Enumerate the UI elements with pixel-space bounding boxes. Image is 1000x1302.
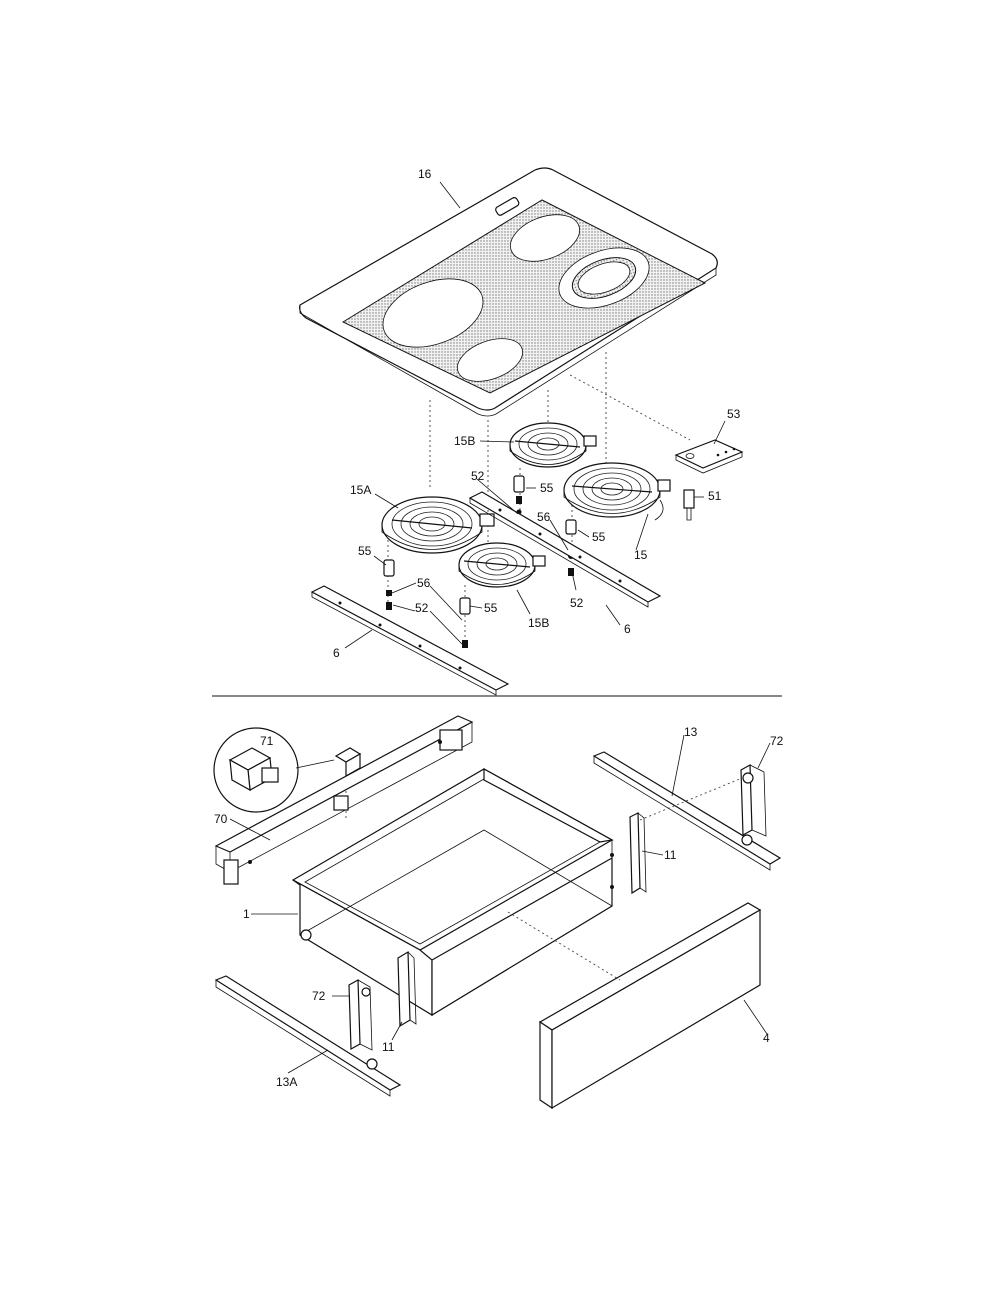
rail-6-left: [310, 585, 510, 696]
label-70: 70: [214, 812, 228, 826]
slide-13A: [214, 975, 402, 1097]
label-52-right: 52: [570, 596, 584, 610]
part-51: [683, 489, 695, 521]
hardware-center: [513, 475, 577, 576]
slide-13: [592, 751, 782, 871]
label-72-right: 72: [770, 734, 784, 748]
label-15: 15: [634, 548, 648, 562]
cooktop-top: [299, 167, 718, 417]
element-large-right: [563, 462, 671, 521]
rail-6-right: [468, 491, 662, 608]
hardware-left: [383, 559, 471, 648]
label-13A: 13A: [276, 1075, 297, 1089]
label-15A: 15A: [350, 483, 371, 497]
bracket-11-left: [397, 950, 417, 1028]
label-1: 1: [243, 907, 250, 921]
leader-lines-lower: [229, 734, 771, 1074]
label-55-left: 55: [358, 544, 372, 558]
element-large-left: [381, 496, 495, 554]
cooking-zone-rear: [510, 214, 580, 262]
cooking-zone-left-front: [382, 278, 484, 348]
label-56-center: 56: [537, 510, 551, 524]
part-labels: 16 15B 53 52 55 51 15A 56 55 15 55 56 52…: [214, 167, 784, 1089]
drawer-box: [291, 767, 614, 1017]
label-15B-rear: 15B: [454, 434, 475, 448]
label-6-right: 6: [624, 622, 631, 636]
label-4: 4: [763, 1031, 770, 1045]
label-13: 13: [684, 725, 698, 739]
label-16: 16: [418, 167, 432, 181]
label-6-left: 6: [333, 646, 340, 660]
roller-72-left: [348, 978, 373, 1051]
leader-lines-upper: [344, 181, 726, 649]
latch-71: [334, 747, 362, 820]
rail-70: [214, 715, 474, 885]
vent-grille: [495, 197, 520, 216]
bracket-11-right: [629, 812, 647, 895]
latch-71-detail: [213, 727, 335, 813]
label-52-left: 52: [415, 601, 429, 615]
label-11-right: 11: [664, 848, 677, 862]
label-51: 51: [708, 489, 722, 503]
label-52-top: 52: [471, 469, 485, 483]
element-small-rear: [509, 422, 597, 468]
label-55-right: 55: [592, 530, 606, 544]
label-55-front: 55: [484, 601, 498, 615]
label-72-left: 72: [312, 989, 326, 1003]
label-56-left: 56: [417, 576, 431, 590]
element-small-front: [458, 542, 546, 588]
roller-72-right: [740, 763, 767, 837]
drawer-front: [507, 902, 762, 1110]
label-11-left: 11: [382, 1040, 395, 1054]
cooking-zone-right-inner: [577, 261, 631, 295]
label-15B-front: 15B: [528, 616, 549, 630]
cooking-zone-front: [456, 338, 524, 382]
label-53: 53: [727, 407, 741, 421]
bracket-53: [674, 439, 744, 474]
label-55-center: 55: [540, 481, 554, 495]
label-71: 71: [260, 734, 274, 748]
